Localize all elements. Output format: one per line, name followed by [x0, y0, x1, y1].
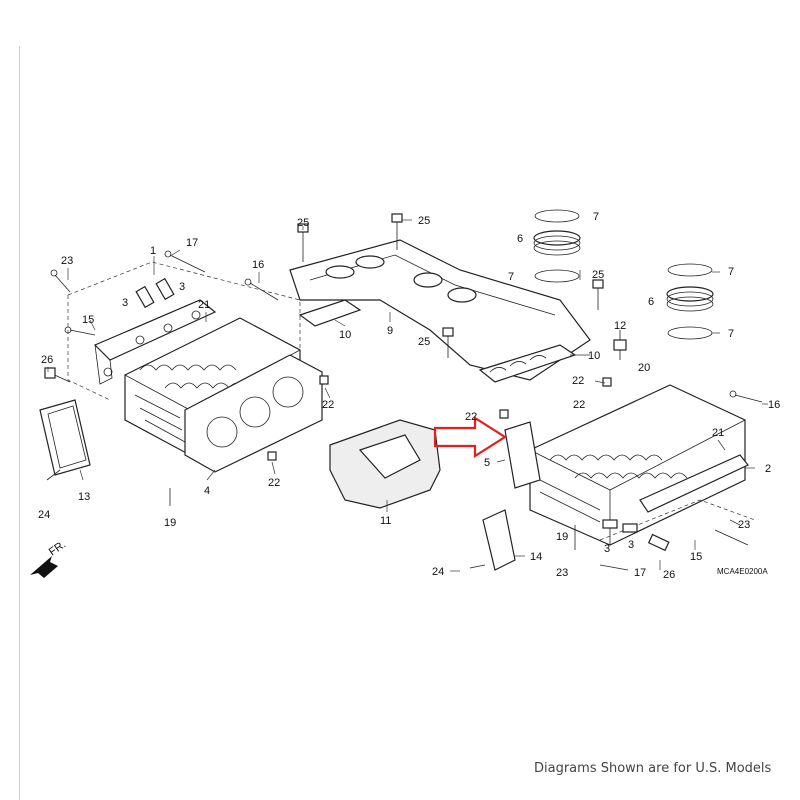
callout-9: 9 — [387, 325, 393, 337]
callout-22: 22 — [268, 477, 280, 489]
highlight-arrow — [433, 416, 508, 458]
callout-3: 3 — [604, 543, 610, 555]
callout-22: 22 — [572, 375, 584, 387]
intake-manifold — [289, 213, 604, 383]
callout-10: 10 — [339, 329, 351, 341]
callout-26: 26 — [663, 569, 675, 581]
callout-26: 26 — [41, 354, 53, 366]
right-cylinder-head — [469, 330, 763, 571]
callout-20: 20 — [638, 362, 650, 374]
callout-labels: 23 1 17 3 3 21 15 16 26 13 24 4 19 22 22… — [38, 211, 780, 581]
callout-16: 16 — [252, 259, 264, 271]
front-direction-marker: FR. — [30, 538, 68, 578]
front-marker-label: FR. — [47, 538, 68, 558]
callout-24: 24 — [432, 566, 444, 578]
callout-15: 15 — [82, 314, 94, 326]
ring-stack-right — [666, 263, 714, 340]
callout-4: 4 — [204, 485, 210, 497]
callout-25: 25 — [592, 269, 604, 281]
callout-16: 16 — [768, 399, 780, 411]
callout-3: 3 — [628, 539, 634, 551]
diagram-code: MCA4E0200A — [717, 567, 768, 576]
callout-7: 7 — [508, 271, 514, 283]
callout-7: 7 — [728, 328, 734, 340]
callout-25: 25 — [418, 336, 430, 348]
callout-5: 5 — [484, 457, 490, 469]
callout-23: 23 — [61, 255, 73, 267]
callout-12: 12 — [614, 320, 626, 332]
callout-3: 3 — [179, 281, 185, 293]
frame-border — [19, 46, 20, 800]
callout-24: 24 — [38, 509, 50, 521]
callout-2: 2 — [765, 463, 771, 475]
diagram-caption: Diagrams Shown are for U.S. Models — [534, 761, 772, 776]
callout-14: 14 — [530, 551, 542, 563]
callout-25: 25 — [418, 215, 430, 227]
callout-22: 22 — [465, 411, 477, 423]
callout-23: 23 — [738, 519, 750, 531]
gasket-11 — [329, 419, 441, 509]
callout-17: 17 — [186, 237, 198, 249]
callout-6: 6 — [517, 233, 523, 245]
leader-lines — [47, 219, 768, 572]
callout-17: 17 — [634, 567, 646, 579]
callout-1: 1 — [150, 245, 156, 257]
callout-6: 6 — [648, 296, 654, 308]
callout-13: 13 — [78, 491, 90, 503]
callout-21: 21 — [712, 427, 724, 439]
callout-23: 23 — [556, 567, 568, 579]
callout-3: 3 — [122, 297, 128, 309]
callout-25: 25 — [297, 217, 309, 229]
callout-11: 11 — [380, 515, 391, 527]
ring-stack-left — [533, 209, 581, 283]
callout-7: 7 — [593, 211, 599, 223]
callout-7: 7 — [728, 266, 734, 278]
callout-10: 10 — [588, 350, 600, 362]
callout-15: 15 — [690, 551, 702, 563]
callout-22: 22 — [322, 399, 334, 411]
callout-22: 22 — [573, 399, 585, 411]
callout-19: 19 — [556, 531, 568, 543]
left-cylinder-head — [39, 250, 329, 506]
callout-21: 21 — [198, 299, 210, 311]
callout-19: 19 — [164, 517, 176, 529]
